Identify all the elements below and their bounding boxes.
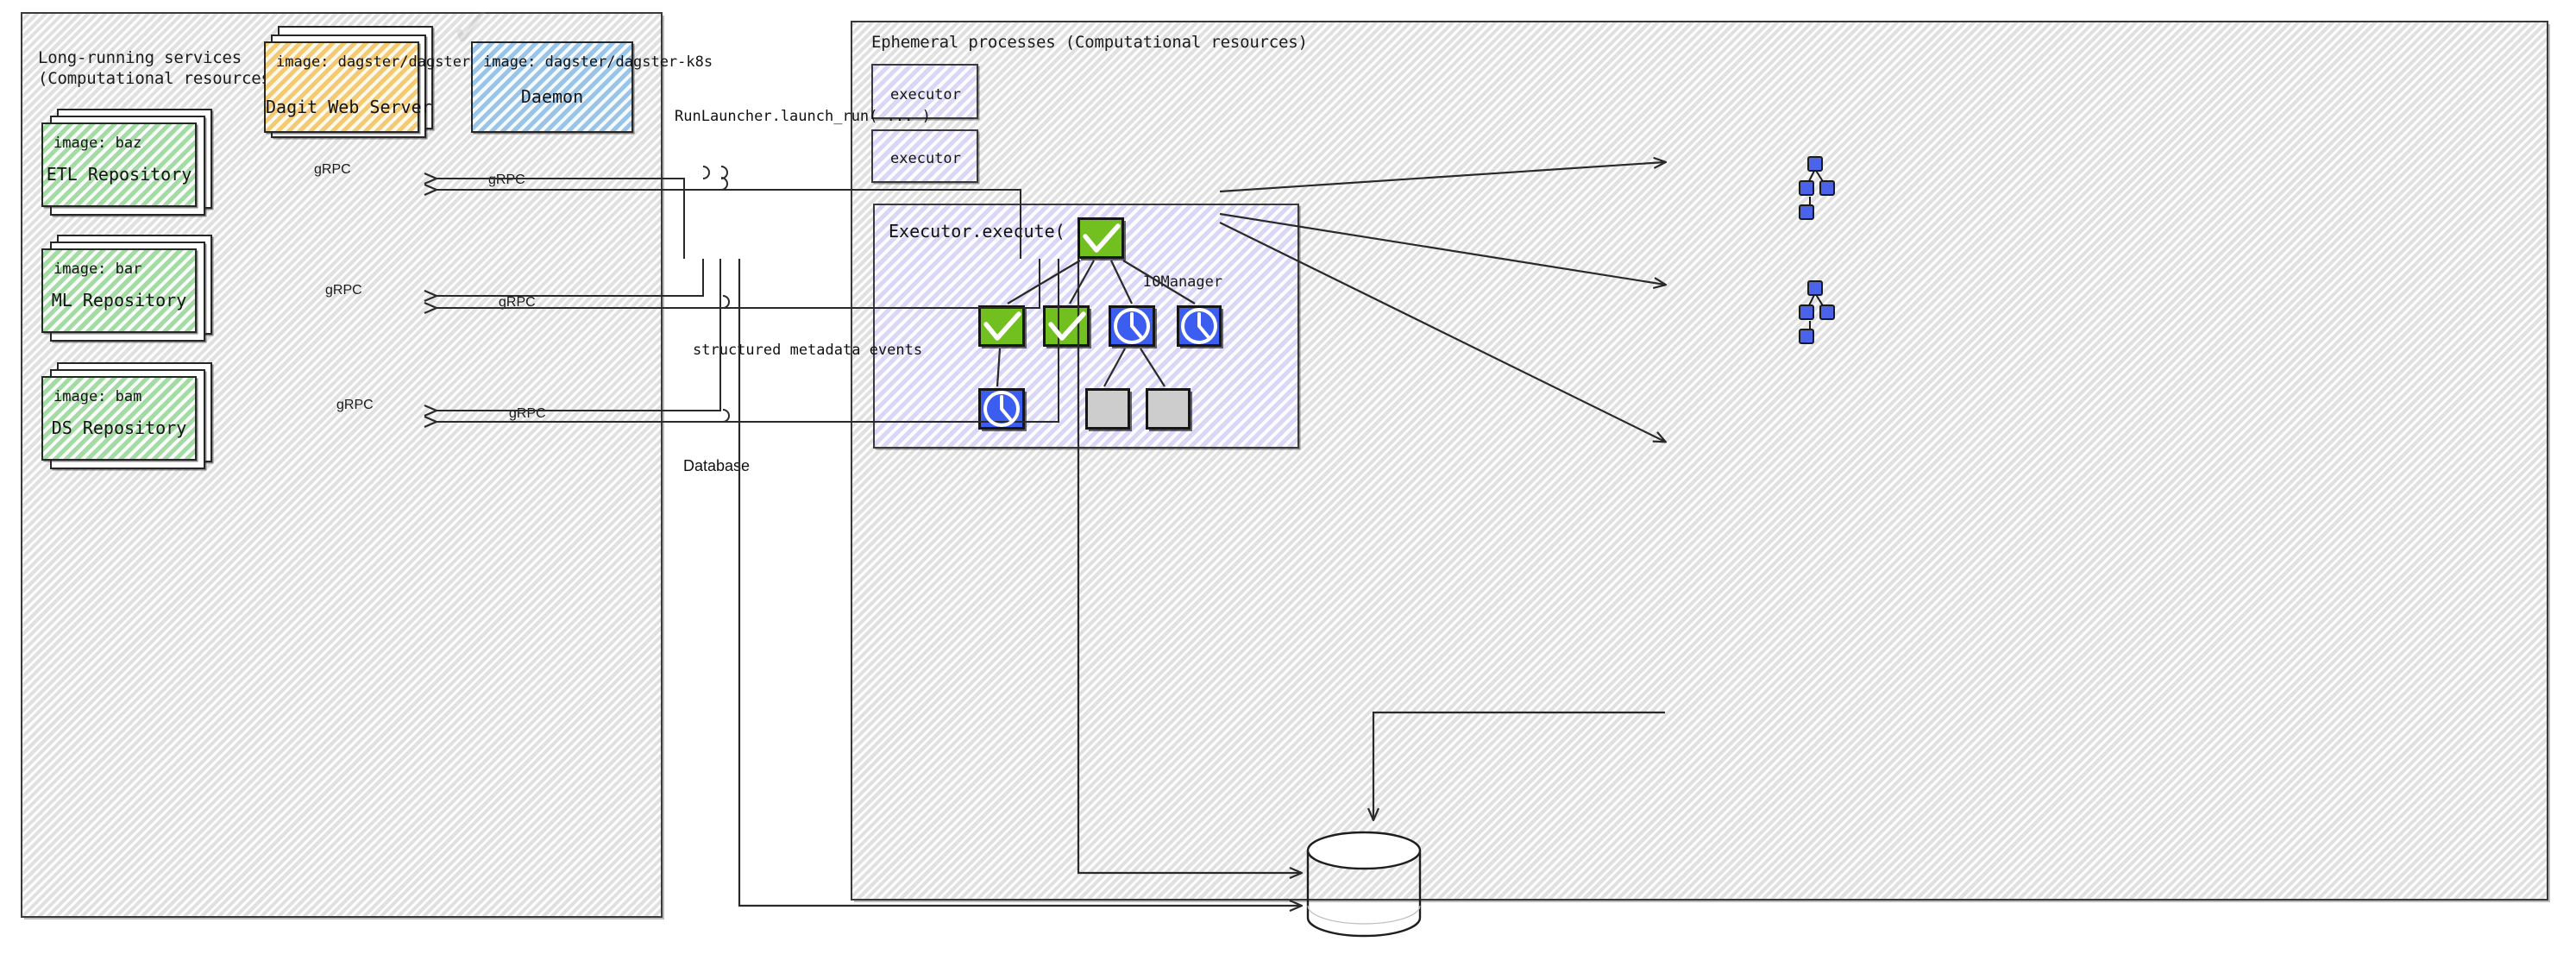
ephemeral-processes-panel [851,21,2548,901]
etl-repository-node[interactable]: image: baz ETL Repository [41,122,197,207]
left-panel-title-line1: Long-running services [38,48,242,67]
ds-repository-node[interactable]: image: bam DS Repository [41,376,197,461]
etl-node-label: ETL Repository [46,164,192,185]
op-root[interactable] [1078,217,1124,259]
dagit-web-server-node[interactable]: image: dagster/dagster-k8s Dagit Web Ser… [264,41,506,133]
executor-1-label: executor [890,86,961,104]
ephemeral-processes-title: Ephemeral processes (Computational resou… [871,33,1308,52]
ds-image-label: image: bam [53,388,142,405]
grpc-label-1: gRPC [314,162,351,177]
ds-node-label: DS Repository [51,417,187,438]
op-g[interactable] [1146,388,1191,430]
ml-repository-node[interactable]: image: bar ML Repository [41,248,197,333]
daemon-node[interactable]: image: dagster/dagster-k8s Daemon [471,41,713,133]
database-label: Database [683,457,751,474]
iomanager-label: IOManager [1143,273,1223,291]
op-b[interactable] [1043,305,1090,347]
structured-metadata-events-label: structured metadata events [693,342,923,359]
op-f[interactable] [1085,388,1130,430]
grpc-label-2: gRPC [488,173,525,187]
grpc-label-5: gRPC [336,398,374,412]
executor-1-box[interactable]: executor [871,64,978,119]
long-running-services-title: Long-running services(Computational reso… [38,48,280,90]
dagit-node-label: Dagit Web Server [266,97,432,117]
daemon-image-label: image: dagster/dagster-k8s [483,53,713,71]
op-e[interactable] [978,388,1025,430]
ml-node-label: ML Repository [51,290,187,311]
grpc-label-4: gRPC [499,295,536,310]
run-launcher-label: RunLauncher.launch_run( ... ) [675,108,931,125]
dagit-image-label: image: dagster/dagster-k8s [276,53,506,71]
op-a[interactable] [978,305,1025,347]
executor-2-box[interactable]: executor [871,129,978,183]
grpc-label-3: gRPC [325,283,362,298]
op-c[interactable] [1109,305,1155,347]
grpc-label-6: gRPC [509,406,546,421]
executor-2-label: executor [890,150,961,167]
ml-image-label: image: bar [53,260,142,278]
daemon-node-label: Daemon [520,86,584,107]
etl-image-label: image: baz [53,135,142,152]
left-panel-title-line2: (Computational resources) [38,68,280,88]
op-d[interactable] [1177,305,1222,347]
